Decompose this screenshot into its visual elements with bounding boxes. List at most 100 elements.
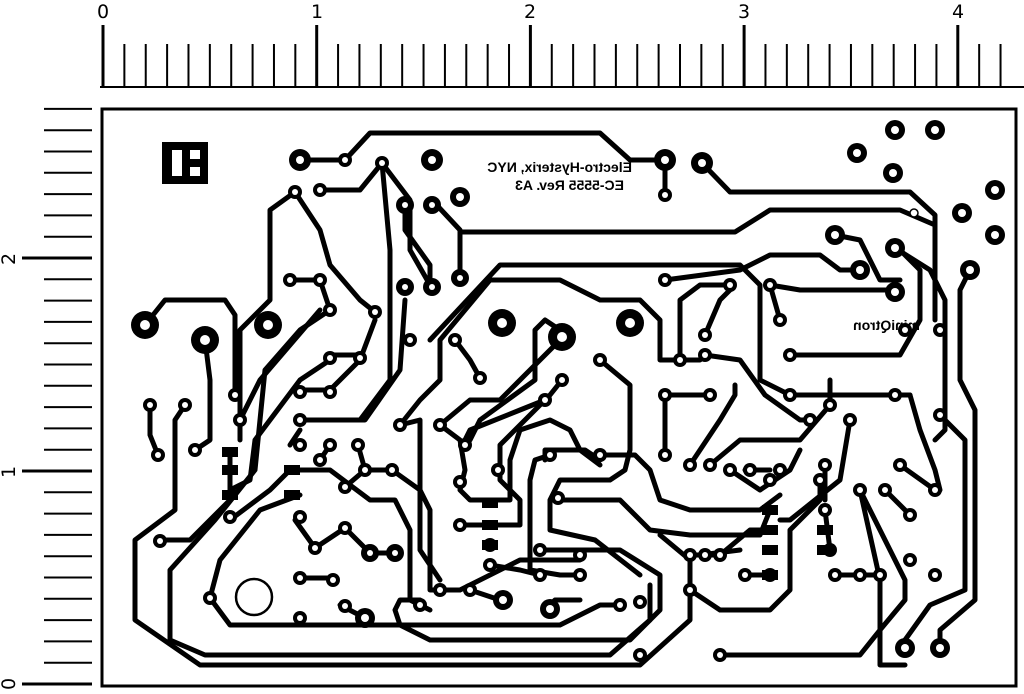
pad bbox=[313, 273, 327, 287]
pad bbox=[803, 413, 817, 427]
left-ruler-label-1: 1 bbox=[0, 466, 20, 478]
pad bbox=[925, 120, 945, 140]
pad bbox=[355, 608, 375, 628]
pad bbox=[633, 648, 647, 662]
pad bbox=[691, 152, 713, 174]
pad bbox=[903, 508, 917, 522]
pad bbox=[358, 463, 372, 477]
smd-pad bbox=[482, 520, 498, 530]
pad bbox=[698, 348, 712, 362]
pad bbox=[338, 480, 352, 494]
smd-pad bbox=[762, 545, 778, 555]
pad bbox=[773, 313, 787, 327]
pad bbox=[613, 598, 627, 612]
smd-pad bbox=[284, 490, 300, 500]
pad bbox=[453, 475, 467, 489]
pad bbox=[283, 273, 297, 287]
trace bbox=[227, 357, 333, 493]
trace bbox=[317, 160, 393, 423]
left-ruler: 2 1 0 bbox=[0, 107, 92, 690]
pad bbox=[254, 311, 282, 339]
trace bbox=[897, 462, 938, 493]
trace bbox=[402, 202, 433, 290]
pad bbox=[738, 568, 752, 582]
pad bbox=[888, 388, 902, 402]
left-ruler-label-2: 2 bbox=[0, 253, 20, 265]
pad bbox=[658, 388, 672, 402]
pad bbox=[493, 590, 513, 610]
pad bbox=[783, 348, 797, 362]
pad bbox=[543, 448, 557, 462]
smd-pad bbox=[222, 490, 238, 500]
pad bbox=[885, 282, 905, 302]
mounting-hole bbox=[234, 577, 274, 617]
pad bbox=[450, 187, 470, 207]
trace bbox=[462, 397, 548, 443]
pad bbox=[878, 483, 892, 497]
pad bbox=[403, 333, 417, 347]
trace bbox=[237, 307, 323, 423]
trace bbox=[397, 277, 703, 428]
pad bbox=[763, 278, 777, 292]
pad bbox=[985, 225, 1005, 245]
pad bbox=[473, 371, 487, 385]
top-ruler-label-1: 1 bbox=[311, 1, 323, 23]
pad bbox=[698, 548, 712, 562]
top-ruler-label-0: 0 bbox=[97, 1, 109, 23]
pad bbox=[323, 438, 337, 452]
top-ruler-ticks bbox=[101, 25, 1002, 87]
pad bbox=[818, 458, 832, 472]
trace bbox=[699, 160, 938, 323]
copper-traces bbox=[132, 130, 978, 668]
trace bbox=[707, 377, 833, 468]
trace bbox=[702, 287, 733, 338]
pad bbox=[421, 149, 443, 171]
trace bbox=[287, 427, 303, 448]
pad bbox=[555, 373, 569, 387]
silkscreen-line-1: Electro-Hysterix, NYC bbox=[487, 159, 632, 175]
pad bbox=[491, 463, 505, 477]
top-ruler-label-4: 4 bbox=[952, 1, 964, 23]
trace bbox=[297, 130, 668, 163]
smd-pad bbox=[482, 498, 498, 508]
trace bbox=[787, 242, 923, 358]
pad bbox=[233, 413, 247, 427]
pad bbox=[385, 463, 399, 477]
pad bbox=[853, 568, 867, 582]
trace bbox=[597, 452, 783, 513]
pad bbox=[131, 311, 159, 339]
smd-pads bbox=[222, 447, 833, 580]
pad bbox=[616, 309, 644, 337]
pad bbox=[698, 328, 712, 342]
trace bbox=[207, 492, 623, 628]
pad bbox=[895, 638, 915, 658]
pad bbox=[293, 571, 307, 585]
trace bbox=[457, 377, 565, 528]
pad bbox=[873, 568, 887, 582]
pad bbox=[396, 278, 414, 296]
pad bbox=[453, 518, 467, 532]
smd-pad bbox=[817, 545, 833, 555]
pad bbox=[338, 521, 352, 535]
trace bbox=[297, 317, 378, 393]
pad bbox=[191, 326, 219, 354]
pad bbox=[763, 473, 777, 487]
trace bbox=[297, 297, 408, 423]
smd-pad bbox=[482, 540, 498, 550]
pad bbox=[893, 458, 907, 472]
trace bbox=[767, 282, 893, 293]
pad bbox=[288, 185, 302, 199]
pad bbox=[573, 548, 587, 562]
pad bbox=[658, 273, 672, 287]
pad bbox=[823, 398, 837, 412]
pad bbox=[351, 438, 365, 452]
pad bbox=[463, 583, 477, 597]
pad bbox=[533, 568, 547, 582]
pad bbox=[903, 553, 917, 567]
pad bbox=[843, 413, 857, 427]
pad bbox=[960, 260, 980, 280]
trace bbox=[467, 317, 563, 443]
pad bbox=[683, 548, 697, 562]
pad bbox=[338, 153, 352, 167]
